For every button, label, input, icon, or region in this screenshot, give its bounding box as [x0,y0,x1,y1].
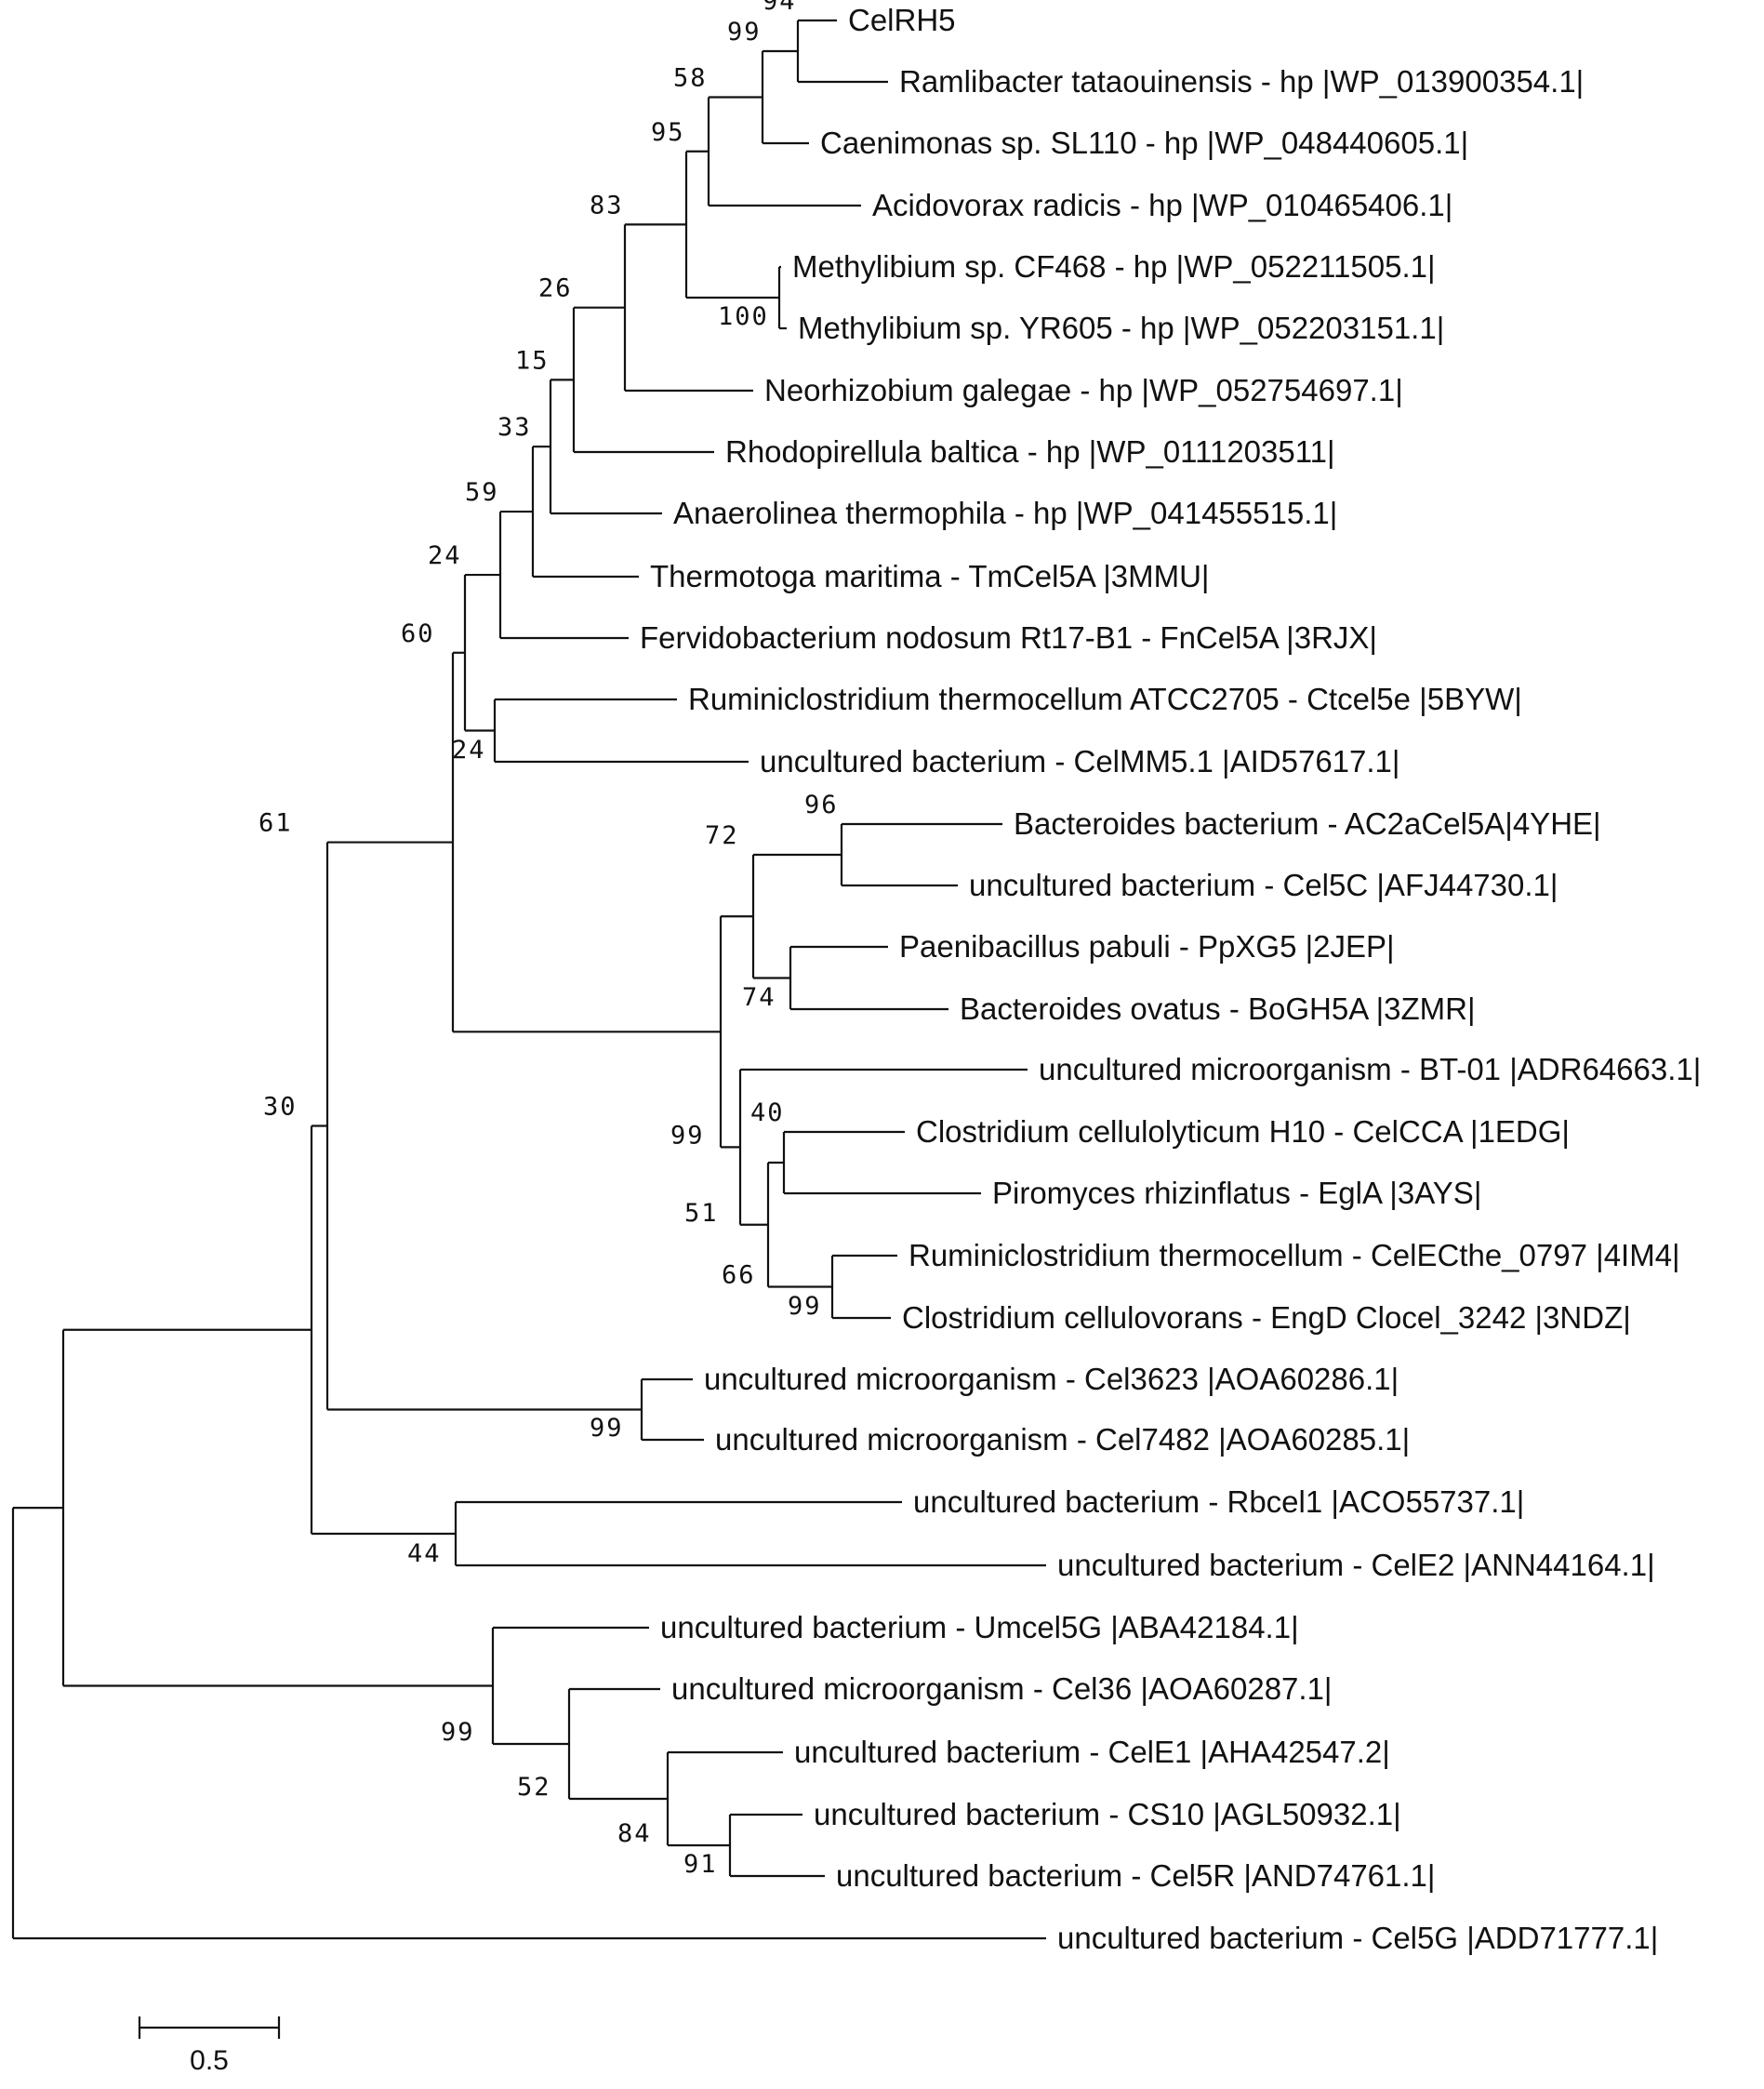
bootstrap-value: 100 [718,302,769,331]
leaf-label: Ramlibacter tataouinensis - hp |WP_01390… [899,64,1584,99]
leaf-label: uncultured bacterium - CelE1 |AHA42547.2… [794,1735,1390,1769]
bootstrap-value: 24 [452,736,486,765]
bootstrap-value: 96 [804,791,839,819]
leaf-label: Clostridium cellulolyticum H10 - CelCCA … [916,1114,1570,1149]
bootstrap-value: 99 [590,1414,624,1443]
leaf-label: uncultured bacterium - Cel5G |ADD71777.1… [1057,1921,1658,1955]
leaf-label: Rhodopirellula baltica - hp |WP_01112035… [725,434,1335,469]
bootstrap-value: 99 [670,1121,705,1150]
leaf-label: Clostridium cellulovorans - EngD Clocel_… [902,1300,1631,1335]
bootstrap-value: 60 [401,619,435,648]
bootstrap-value: 95 [651,118,685,147]
bootstrap-value: 33 [497,413,532,442]
bootstrap-value: 52 [517,1773,551,1802]
leaf-label: Ruminiclostridium thermocellum ATCC2705 … [688,682,1522,716]
bootstrap-value: 51 [684,1199,719,1228]
scale-bar: 0.5 [138,2016,281,2076]
leaf-label: uncultured bacterium - Cel5C |AFJ44730.1… [969,868,1558,902]
leaf-label: uncultured microorganism - BT-01 |ADR646… [1039,1052,1701,1086]
leaf-label: uncultured microorganism - Cel3623 |AOA6… [704,1362,1399,1396]
leaf-label: Methylibium sp. YR605 - hp |WP_052203151… [798,311,1444,345]
bootstrap-value: 83 [590,191,624,220]
bootstrap-value: 99 [727,18,762,47]
leaf-label: CelRH5 [848,3,956,37]
leaf-label: uncultured bacterium - Cel5R |AND74761.1… [836,1858,1435,1893]
leaf-label: Piromyces rhizinflatus - EglA |3AYS| [992,1176,1481,1210]
leaf-label: uncultured microorganism - Cel36 |AOA602… [671,1671,1333,1706]
bootstrap-value: 99 [441,1718,475,1747]
leaf-label: uncultured bacterium - CelMM5.1 |AID5761… [760,744,1399,778]
bootstrap-value: 84 [617,1819,652,1848]
leaf-label: Paenibacillus pabuli - PpXG5 |2JEP| [899,929,1395,964]
bootstrap-value: 58 [673,64,708,93]
bootstrap-value: 66 [722,1261,756,1290]
leaf-label: Ruminiclostridium thermocellum - CelECth… [909,1238,1680,1272]
leaf-label: Bacteroides ovatus - BoGH5A |3ZMR| [960,991,1476,1026]
bootstrap-value: 40 [750,1098,785,1127]
bootstrap-value: 44 [407,1539,442,1568]
leaf-label: uncultured bacterium - CelE2 |ANN44164.1… [1057,1548,1655,1582]
leaf-label: Anaerolinea thermophila - hp |WP_0414555… [673,496,1337,530]
bootstrap-value: 91 [683,1850,718,1879]
leaf-label: uncultured bacterium - CS10 |AGL50932.1| [814,1797,1401,1831]
leaf-label: uncultured bacterium - Rbcel1 |ACO55737.… [913,1484,1524,1519]
leaf-label: uncultured bacterium - Umcel5G |ABA42184… [660,1610,1299,1644]
bootstrap-value: 24 [428,541,462,570]
scale-bar-label: 0.5 [190,2045,229,2076]
leaf-label: uncultured microorganism - Cel7482 |AOA6… [715,1422,1410,1457]
leaf-label: Thermotoga maritima - TmCel5A |3MMU| [650,559,1210,593]
bootstrap-value: 26 [538,274,573,303]
bootstrap-values: 9499581009583261533592424967472409966519… [259,0,839,1879]
leaf-label: Methylibium sp. CF468 - hp |WP_052211505… [792,249,1436,284]
bootstrap-value: 99 [788,1292,822,1321]
bootstrap-value: 59 [465,478,499,507]
bootstrap-value: 74 [742,983,776,1012]
tree-branches [11,19,1046,1940]
leaf-label: Neorhizobium galegae - hp |WP_052754697.… [764,373,1403,407]
bootstrap-value: 61 [259,809,293,838]
bootstrap-value: 15 [515,346,550,375]
leaf-label: Fervidobacterium nodosum Rt17-B1 - FnCel… [640,620,1377,655]
leaf-label: Acidovorax radicis - hp |WP_010465406.1| [872,188,1452,222]
bootstrap-value: 30 [263,1093,298,1122]
bootstrap-value: 94 [763,0,797,16]
leaf-label: Caenimonas sp. SL110 - hp |WP_048440605.… [820,126,1468,160]
leaf-label: Bacteroides bacterium - AC2aCel5A|4YHE| [1014,806,1601,841]
bootstrap-value: 72 [705,821,739,850]
